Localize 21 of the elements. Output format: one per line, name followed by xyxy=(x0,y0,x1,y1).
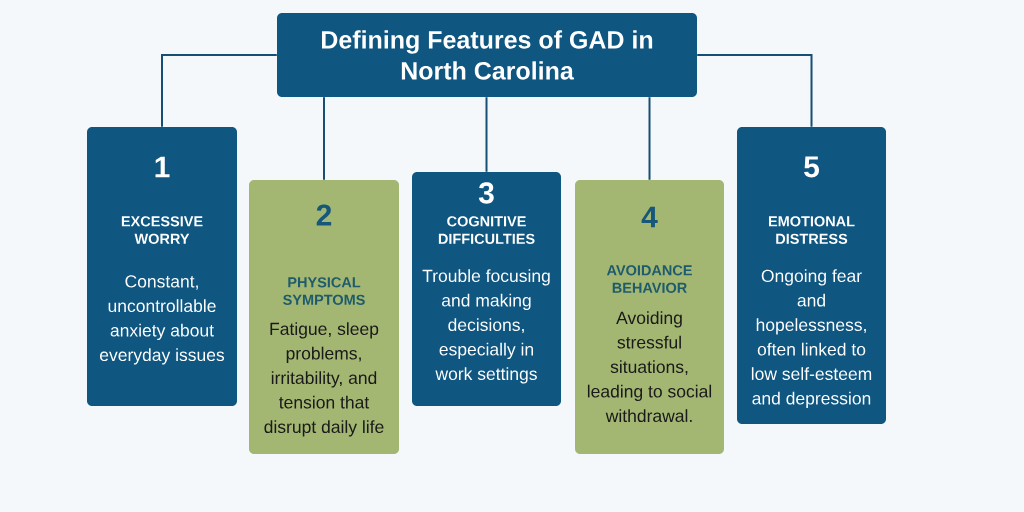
connector-line xyxy=(696,54,813,128)
card-heading: EMOTIONAL DISTRESS xyxy=(769,216,855,244)
card-number: 5 xyxy=(804,156,819,178)
card-description: Ongoing fear and hopelessness, often linked to low self-esteem and depression xyxy=(751,269,872,408)
card-description: Trouble focusing and making decisions, especially in work settings xyxy=(422,269,550,384)
card-number: 1 xyxy=(155,156,170,178)
connector-line xyxy=(485,96,488,173)
card-number: 2 xyxy=(316,204,332,226)
connector-line xyxy=(648,96,651,181)
connector-line xyxy=(323,96,325,181)
card-heading: AVOIDANCE BEHAVIOR xyxy=(606,265,692,293)
card-description: Avoiding stressful situations, leading to social withdrawal. xyxy=(587,311,712,423)
card-heading: PHYSICAL SYMPTOMS xyxy=(283,277,365,305)
title-box: Defining Features of GAD in North Carolina xyxy=(277,13,697,97)
card-number: 3 xyxy=(478,182,494,204)
connector-line xyxy=(161,54,278,128)
card-description: Constant, uncontrollable anxiety about everyday issues xyxy=(100,275,225,365)
card-heading: EXCESSIVE WORRY xyxy=(121,216,203,244)
card-heading: COGNITIVE DIFFICULTIES xyxy=(438,216,535,244)
card-number: 4 xyxy=(641,206,658,228)
card-description: Fatigue, sleep problems, irritability, and tension that disrupt daily life xyxy=(264,322,384,437)
